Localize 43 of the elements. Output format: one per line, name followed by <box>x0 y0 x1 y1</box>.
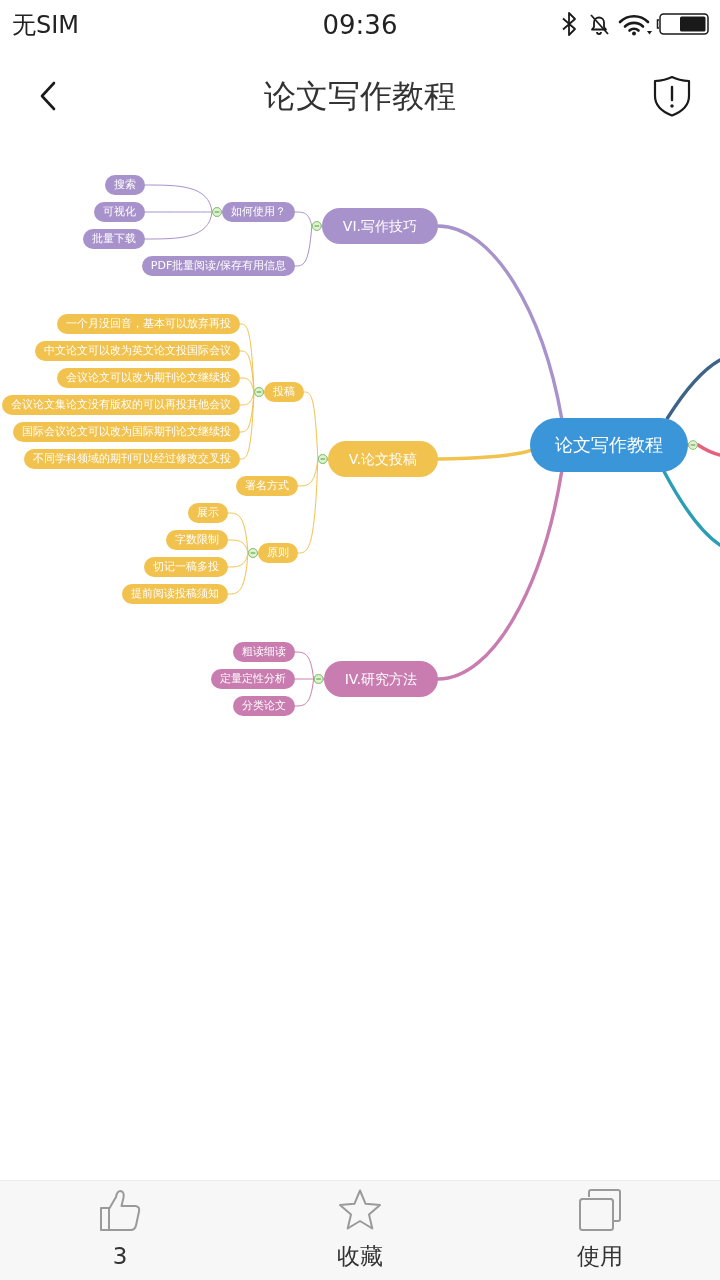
subtopic: 分类论文 <box>233 696 295 716</box>
page-title: 论文写作教程 <box>264 80 456 112</box>
branch-line <box>436 448 532 461</box>
subtopic: 字数限制 <box>166 530 228 550</box>
branch-topic: V.论文投稿 <box>327 441 438 477</box>
branch-topic: IV.研究方法 <box>323 661 438 697</box>
subtopic: 会议论文可以改为期刊论文继续投 <box>57 368 240 388</box>
subtopic: 署名方式 <box>236 476 298 496</box>
subtopic: 国际会议论文可以改为国际期刊论文继续投 <box>13 422 240 442</box>
branch-line <box>436 470 564 681</box>
central-topic: 论文写作教程 <box>530 418 688 472</box>
subtopic: 切记一稿多投 <box>144 557 228 577</box>
subtopic: PDF批量阅读/保存有用信息 <box>141 256 295 276</box>
subtopic: 定量定性分析 <box>211 669 295 689</box>
branch-topic: VI.写作技巧 <box>321 208 438 244</box>
branch-line <box>662 470 720 547</box>
favorite-button: 收藏 <box>337 1188 383 1268</box>
clock-text: 09:36 <box>322 12 398 38</box>
carrier-text: 无SIM <box>12 13 80 37</box>
branch-line <box>294 221 323 267</box>
branch-line <box>665 358 720 420</box>
branch-line <box>227 548 259 595</box>
branch-line <box>686 440 720 457</box>
branch-line <box>436 224 564 420</box>
subtopic: 搜索 <box>105 175 145 195</box>
branch-line <box>239 387 265 460</box>
subtopic: 可视化 <box>94 202 145 222</box>
subtopic: 提前阅读投稿须知 <box>122 584 228 604</box>
subtopic: 原则 <box>258 543 298 563</box>
subtopic: 展示 <box>188 503 228 523</box>
subtopic: 不同学科领域的期刊可以经过修改交叉投 <box>24 449 240 469</box>
subtopic: 会议论文集论文没有版权的可以再投其他会议 <box>2 395 240 415</box>
use-button: 使用 <box>577 1188 623 1268</box>
subtopic: 如何使用？ <box>222 202 295 222</box>
branch-line <box>294 674 325 707</box>
subtopic: 一个月没回音，基本可以放弃再投 <box>57 314 240 334</box>
subtopic: 投稿 <box>264 382 304 402</box>
branch-line <box>297 454 329 554</box>
branch-line <box>144 207 223 240</box>
subtopic: 粗读细读 <box>233 642 295 662</box>
subtopic: 批量下载 <box>83 229 145 249</box>
like-button: 3 <box>98 1188 142 1268</box>
subtopic: 中文论文可以改为英文论文投国际会议 <box>35 341 240 361</box>
